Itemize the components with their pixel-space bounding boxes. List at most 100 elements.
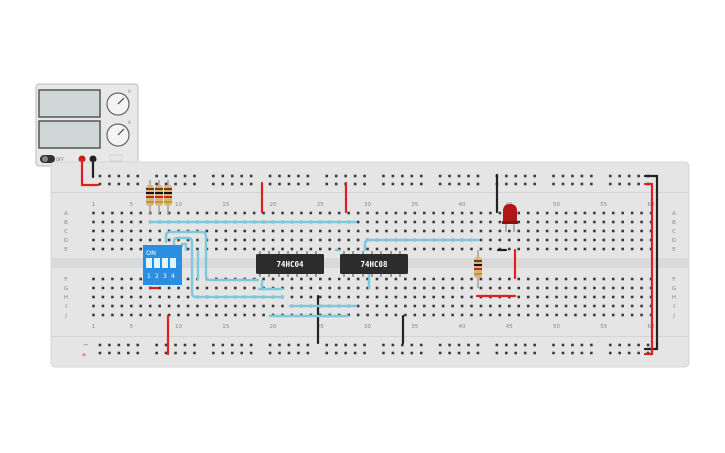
breadboard-hole[interactable]	[410, 182, 414, 186]
breadboard-hole[interactable]	[221, 351, 225, 355]
breadboard-hole[interactable]	[448, 174, 451, 178]
breadboard-hole[interactable]	[363, 343, 366, 347]
breadboard-hole[interactable]	[108, 174, 111, 178]
breadboard-hole[interactable]	[356, 229, 360, 233]
breadboard-hole[interactable]	[545, 295, 549, 299]
breadboard-hole[interactable]	[432, 211, 435, 215]
breadboard-hole[interactable]	[508, 229, 511, 233]
breadboard-hole[interactable]	[186, 211, 190, 215]
breadboard-hole[interactable]	[438, 343, 442, 347]
breadboard-hole[interactable]	[523, 351, 527, 355]
breadboard-hole[interactable]	[580, 343, 584, 347]
breadboard-hole[interactable]	[337, 229, 341, 233]
breadboard-hole[interactable]	[177, 304, 180, 308]
breadboard-hole[interactable]	[243, 229, 246, 233]
breadboard-hole[interactable]	[432, 304, 435, 308]
breadboard-hole[interactable]	[101, 277, 105, 281]
breadboard-hole[interactable]	[621, 211, 624, 215]
breadboard-hole[interactable]	[422, 220, 426, 224]
breadboard-hole[interactable]	[158, 295, 161, 299]
breadboard-hole[interactable]	[401, 351, 404, 355]
breadboard-hole[interactable]	[571, 343, 574, 347]
breadboard-hole[interactable]	[533, 351, 536, 355]
breadboard-hole[interactable]	[422, 211, 426, 215]
breadboard-hole[interactable]	[224, 229, 228, 233]
breadboard-hole[interactable]	[523, 174, 527, 178]
breadboard-hole[interactable]	[363, 351, 366, 355]
breadboard-hole[interactable]	[271, 238, 275, 242]
breadboard-hole[interactable]	[419, 351, 423, 355]
breadboard-hole[interactable]	[297, 351, 300, 355]
breadboard-hole[interactable]	[391, 343, 395, 347]
breadboard-hole[interactable]	[401, 174, 404, 178]
breadboard-hole[interactable]	[640, 238, 643, 242]
breadboard-hole[interactable]	[278, 174, 281, 178]
breadboard-hole[interactable]	[451, 220, 454, 224]
breadboard-hole[interactable]	[470, 220, 473, 224]
breadboard-hole[interactable]	[120, 304, 124, 308]
breadboard-hole[interactable]	[555, 313, 558, 317]
breadboard-hole[interactable]	[467, 351, 470, 355]
breadboard-hole[interactable]	[148, 238, 152, 242]
breadboard-hole[interactable]	[627, 351, 631, 355]
breadboard-hole[interactable]	[457, 343, 461, 347]
breadboard-hole[interactable]	[148, 313, 152, 317]
breadboard-hole[interactable]	[555, 295, 558, 299]
breadboard-hole[interactable]	[489, 211, 492, 215]
signal-wires[interactable]	[148, 220, 480, 318]
breadboard-hole[interactable]	[470, 247, 473, 251]
breadboard-hole[interactable]	[533, 343, 536, 347]
breadboard-hole[interactable]	[224, 286, 228, 290]
power-supply[interactable]: V A OFF	[35, 83, 139, 167]
breadboard-hole[interactable]	[117, 182, 121, 186]
breadboard-hole[interactable]	[174, 343, 177, 347]
breadboard-hole[interactable]	[101, 220, 105, 224]
breadboard-hole[interactable]	[526, 304, 530, 308]
breadboard-hole[interactable]	[640, 313, 643, 317]
breadboard-hole[interactable]	[564, 313, 568, 317]
breadboard-hole[interactable]	[441, 286, 445, 290]
breadboard-hole[interactable]	[325, 174, 329, 178]
breadboard-hole[interactable]	[533, 174, 536, 178]
breadboard-hole[interactable]	[460, 304, 464, 308]
breadboard-hole[interactable]	[574, 247, 577, 251]
breadboard-hole[interactable]	[432, 229, 435, 233]
breadboard-hole[interactable]	[489, 238, 492, 242]
breadboard-hole[interactable]	[233, 229, 237, 233]
breadboard-hole[interactable]	[117, 343, 121, 347]
breadboard-hole[interactable]	[574, 304, 577, 308]
breadboard-hole[interactable]	[583, 238, 587, 242]
breadboard-hole[interactable]	[552, 351, 555, 355]
breadboard-hole[interactable]	[375, 304, 379, 308]
breadboard-hole[interactable]	[555, 247, 558, 251]
breadboard-hole[interactable]	[574, 238, 577, 242]
breadboard-hole[interactable]	[602, 277, 606, 281]
breadboard-hole[interactable]	[366, 277, 369, 281]
breadboard-hole[interactable]	[281, 277, 284, 281]
breadboard-hole[interactable]	[630, 229, 634, 233]
breadboard-hole[interactable]	[356, 286, 360, 290]
breadboard-hole[interactable]	[536, 277, 539, 281]
breadboard-hole[interactable]	[130, 304, 133, 308]
breadboard-hole[interactable]	[505, 351, 508, 355]
breadboard-hole[interactable]	[498, 211, 502, 215]
breadboard-hole[interactable]	[356, 295, 360, 299]
breadboard-hole[interactable]	[508, 238, 511, 242]
breadboard-hole[interactable]	[193, 182, 196, 186]
breadboard-hole[interactable]	[347, 211, 350, 215]
breadboard-hole[interactable]	[394, 313, 398, 317]
breadboard-hole[interactable]	[583, 211, 587, 215]
breadboard-hole[interactable]	[574, 313, 577, 317]
breadboard-hole[interactable]	[630, 238, 634, 242]
breadboard-hole[interactable]	[366, 247, 369, 251]
breadboard-hole[interactable]	[139, 313, 143, 317]
breadboard-hole[interactable]	[564, 295, 568, 299]
breadboard-hole[interactable]	[419, 343, 423, 347]
breadboard-hole[interactable]	[593, 211, 596, 215]
breadboard-hole[interactable]	[394, 286, 398, 290]
breadboard-hole[interactable]	[583, 247, 587, 251]
breadboard-hole[interactable]	[385, 211, 388, 215]
breadboard-hole[interactable]	[262, 304, 265, 308]
breadboard-hole[interactable]	[602, 229, 606, 233]
breadboard-hole[interactable]	[590, 343, 593, 347]
